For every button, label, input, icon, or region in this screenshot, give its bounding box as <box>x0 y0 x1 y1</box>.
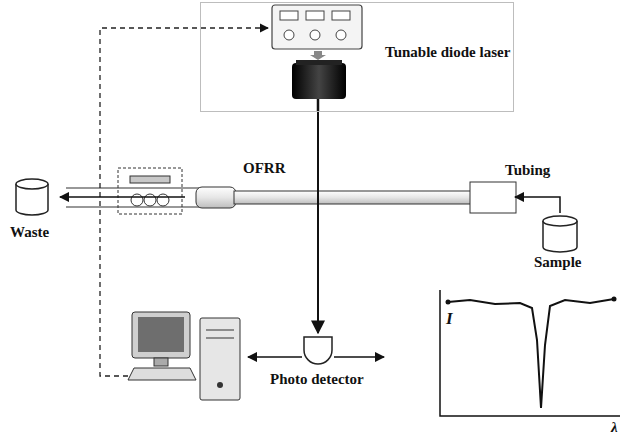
node-label: OFRR <box>243 160 286 177</box>
laser-head <box>292 60 346 112</box>
ofrr-capillary <box>234 158 516 214</box>
sample-flow-arrow <box>515 197 560 213</box>
node-label: Tunable diode laser <box>385 44 510 61</box>
waste-container <box>16 179 48 215</box>
optical-fiber <box>317 112 319 158</box>
computer <box>128 312 240 400</box>
laser-box: Tunable diode laser <box>200 2 514 112</box>
axis-label: I <box>446 310 453 329</box>
part-label: Tubing <box>505 162 550 179</box>
laser-controller <box>272 5 362 60</box>
ofrr-region: OFRR <box>185 158 515 214</box>
node-label: Sample <box>534 254 582 271</box>
detector-node: Photo detector <box>262 333 374 391</box>
control-line <box>100 28 268 376</box>
node-label: Photo detector <box>270 371 364 388</box>
pump <box>118 168 182 214</box>
optical-fiber <box>317 214 319 333</box>
sample-container <box>543 216 577 252</box>
axis-label: λ <box>611 419 618 436</box>
waste-flow-arrow <box>60 196 185 198</box>
detector-symbol <box>248 337 384 364</box>
node-label: Waste <box>10 224 49 241</box>
waste-node: Waste <box>2 176 60 244</box>
spectrum-plot <box>440 290 620 416</box>
sample-node: Sample <box>528 213 592 274</box>
